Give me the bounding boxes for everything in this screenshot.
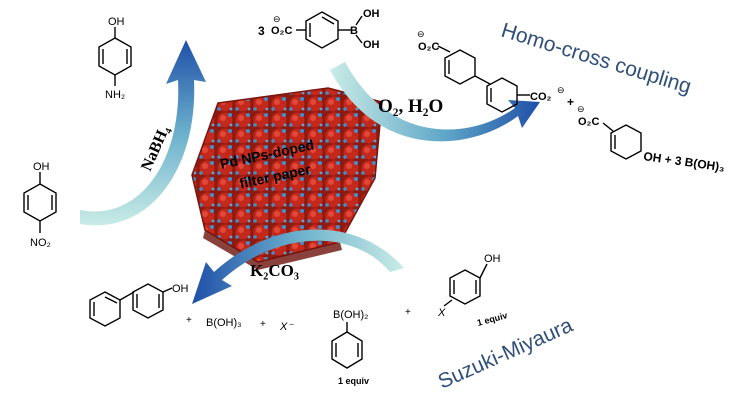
bottom-plus-3: + bbox=[405, 307, 411, 318]
aminophenol-nh2: NH₂ bbox=[105, 89, 125, 101]
phenol-side-carboxylate: O₂C bbox=[578, 116, 599, 128]
top-plus: + bbox=[567, 95, 574, 109]
boronic-acid-group: B(OH)₂ bbox=[333, 309, 368, 321]
boric-acid: B(OH)₃ bbox=[206, 317, 242, 329]
biphenyl-product bbox=[437, 45, 530, 113]
boronic-oh-2: OH bbox=[363, 39, 380, 51]
halophenol-oh: OH bbox=[484, 253, 501, 265]
boron-atom: B bbox=[350, 25, 358, 37]
nitrophenol-no2: NO₂ bbox=[30, 237, 51, 249]
product-carboxylate-right: CO₂ bbox=[530, 91, 552, 103]
charge-minus: ⊖ bbox=[273, 14, 281, 24]
homo-cross-title: Homo-cross coupling bbox=[499, 19, 694, 99]
boronic-oh-1: OH bbox=[363, 8, 380, 20]
top-carboxylate: O₂C bbox=[271, 25, 292, 37]
bottom-plus-2: + bbox=[260, 319, 266, 330]
top-phenol-byproduct bbox=[602, 122, 642, 160]
halide-ion: X⁻ bbox=[279, 321, 294, 333]
bottom-plus-1: + bbox=[186, 315, 192, 326]
nitrophenol bbox=[23, 172, 57, 233]
aminophenol-oh: OH bbox=[108, 16, 125, 28]
biphenylol-product bbox=[89, 283, 173, 327]
aminophenol bbox=[98, 27, 132, 86]
bottom-base: K₂CO₃ bbox=[250, 261, 299, 280]
biphenylol-oh: OH bbox=[172, 283, 189, 295]
phenylboronic-acid bbox=[331, 322, 363, 369]
top-conditions: O₂, H₂O bbox=[378, 96, 443, 117]
top-coefficient: 3 bbox=[258, 24, 265, 38]
top-arrow bbox=[330, 62, 540, 142]
halophenol bbox=[443, 263, 488, 307]
halophenol-equiv: 1 equiv bbox=[476, 310, 509, 328]
charge-minus: ⊖ bbox=[577, 104, 585, 114]
nitrophenol-oh: OH bbox=[33, 161, 50, 173]
top-byproduct: OH + 3 B(OH)₃ bbox=[643, 149, 726, 174]
boronic-equiv: 1 equiv bbox=[338, 376, 369, 386]
suzuki-title: Suzuki-Miyaura bbox=[435, 314, 577, 394]
charge-minus: ⊖ bbox=[557, 85, 565, 95]
bottom-arrow bbox=[192, 229, 404, 304]
product-carboxylate-left: O₂C bbox=[418, 41, 439, 53]
left-arrow bbox=[80, 40, 206, 226]
halide-x: X bbox=[437, 307, 446, 319]
charge-minus: ⊖ bbox=[417, 29, 425, 39]
top-reagent bbox=[296, 11, 363, 49]
